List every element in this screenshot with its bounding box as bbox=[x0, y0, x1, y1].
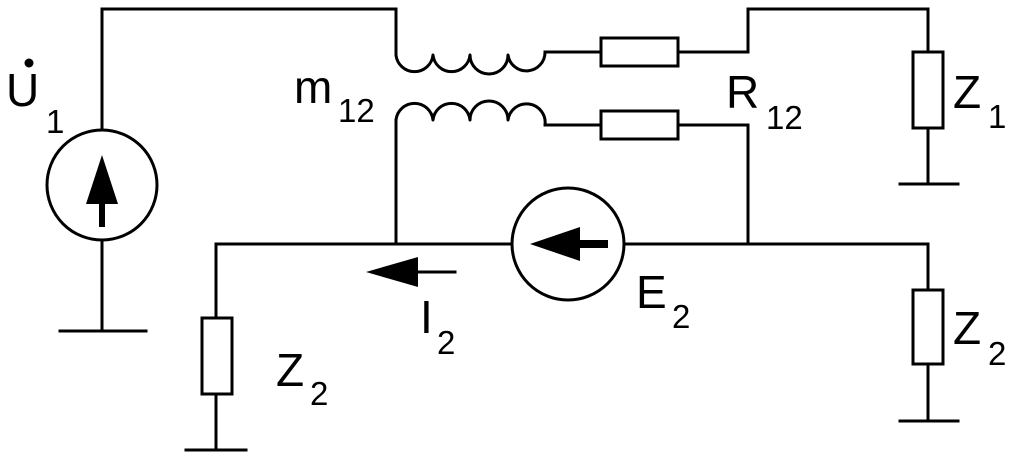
label-z2-left-sub: 2 bbox=[310, 375, 328, 412]
label-u1-main: U bbox=[6, 64, 39, 116]
label-u1-sub: 1 bbox=[46, 103, 64, 140]
label-z2-right-sub: 2 bbox=[988, 335, 1006, 372]
voltage-source-u1 bbox=[45, 128, 159, 242]
label-r12: R 12 bbox=[726, 66, 803, 136]
label-i2-main: I bbox=[420, 291, 433, 343]
resistor-r12-bottom bbox=[599, 109, 680, 141]
inductor-primary bbox=[394, 51, 547, 76]
label-z2-left: Z 2 bbox=[276, 344, 328, 412]
impedance-z1 bbox=[911, 50, 945, 130]
label-r12-sub: 12 bbox=[766, 99, 803, 136]
label-u1: U 1 bbox=[6, 58, 64, 140]
label-z2-right: Z 2 bbox=[953, 302, 1006, 372]
label-r12-main: R bbox=[726, 66, 759, 118]
impedance-z2-right bbox=[911, 288, 945, 366]
source-arrow-up-icon bbox=[86, 155, 118, 204]
label-z2-left-main: Z bbox=[276, 344, 304, 396]
label-e2-main: E bbox=[636, 266, 667, 318]
label-i2: I 2 bbox=[420, 291, 455, 361]
phasor-dot-icon bbox=[24, 58, 34, 68]
current-arrow-left-icon bbox=[366, 257, 418, 287]
impedance-z2-left bbox=[200, 316, 234, 396]
source-arrow-left-icon bbox=[530, 227, 580, 261]
current-arrow-i2 bbox=[366, 257, 457, 287]
primary-wires bbox=[100, 7, 930, 333]
label-z2-right-main: Z bbox=[953, 302, 981, 354]
label-z1: Z 1 bbox=[953, 66, 1006, 135]
resistor-r12-top bbox=[599, 36, 680, 68]
label-e2: E 2 bbox=[636, 266, 690, 335]
label-m12-main: m bbox=[294, 61, 332, 113]
secondary-wires bbox=[214, 118, 930, 452]
label-z1-main: Z bbox=[953, 66, 981, 118]
label-m12-sub: 12 bbox=[338, 92, 375, 129]
ground-symbols bbox=[58, 182, 960, 452]
label-z1-sub: 1 bbox=[988, 98, 1006, 135]
emf-source-e2 bbox=[510, 186, 626, 302]
inductor-secondary bbox=[394, 99, 547, 126]
label-i2-sub: 2 bbox=[437, 324, 455, 361]
label-e2-sub: 2 bbox=[672, 298, 690, 335]
label-m12: m 12 bbox=[294, 61, 375, 129]
